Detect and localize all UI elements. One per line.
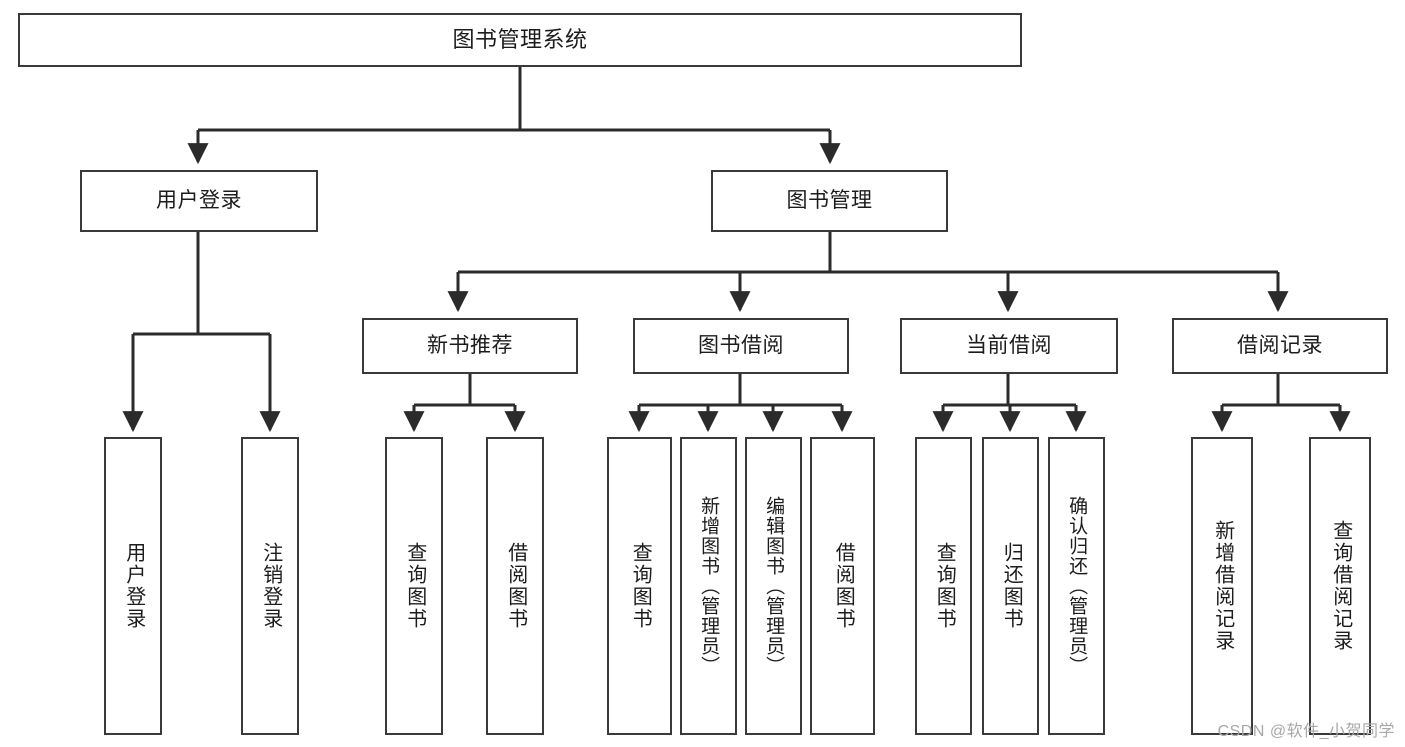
node-label: 用户登录 — [156, 189, 242, 213]
leaf-borrow-book[interactable]: 借阅图书 — [810, 437, 875, 735]
leaf-user-logout[interactable]: 注销登录 — [241, 437, 299, 735]
leaf-add-book-admin[interactable]: 新增图书（管理员） — [680, 437, 737, 735]
node-label: 查询借阅记录 — [1329, 520, 1352, 652]
node-label: 借阅图书 — [504, 542, 527, 630]
node-label: 用户登录 — [122, 542, 145, 630]
leaf-borrow-book-new[interactable]: 借阅图书 — [486, 437, 544, 735]
node-label: 新书推荐 — [427, 334, 513, 358]
leaf-user-login[interactable]: 用户登录 — [104, 437, 162, 735]
node-new-book-recommend[interactable]: 新书推荐 — [362, 318, 578, 374]
leaf-query-book-borrow[interactable]: 查询图书 — [607, 437, 672, 735]
leaf-add-borrow-record[interactable]: 新增借阅记录 — [1191, 437, 1253, 735]
node-label: 新增图书（管理员） — [698, 496, 720, 676]
node-label: 新增借阅记录 — [1211, 520, 1234, 652]
node-label: 当前借阅 — [966, 334, 1052, 358]
csdn-watermark: CSDN @软件_小贺同学 — [1217, 723, 1395, 740]
node-label: 编辑图书（管理员） — [763, 496, 785, 676]
leaf-confirm-return-admin[interactable]: 确认归还（管理员） — [1048, 437, 1105, 735]
node-root-system[interactable]: 图书管理系统 — [18, 13, 1022, 67]
node-label: 图书管理系统 — [452, 26, 588, 52]
leaf-query-book-new[interactable]: 查询图书 — [385, 437, 443, 735]
leaf-query-borrow-record[interactable]: 查询借阅记录 — [1309, 437, 1371, 735]
node-label: 查询图书 — [629, 542, 652, 630]
node-user-login[interactable]: 用户登录 — [80, 170, 318, 232]
node-book-management[interactable]: 图书管理 — [711, 170, 948, 232]
node-label: 归还图书 — [1000, 542, 1023, 630]
node-label: 图书管理 — [786, 189, 873, 213]
node-label: 查询图书 — [403, 542, 426, 630]
node-label: 图书借阅 — [698, 334, 784, 358]
node-label: 借阅图书 — [832, 542, 855, 630]
leaf-query-book-current[interactable]: 查询图书 — [915, 437, 972, 735]
node-label: 注销登录 — [259, 542, 282, 630]
node-current-borrow[interactable]: 当前借阅 — [900, 318, 1118, 374]
node-label: 借阅记录 — [1237, 334, 1323, 358]
node-label: 查询图书 — [933, 542, 956, 630]
node-borrow-record[interactable]: 借阅记录 — [1172, 318, 1388, 374]
node-label: 确认归还（管理员） — [1066, 496, 1088, 676]
node-book-borrow[interactable]: 图书借阅 — [633, 318, 849, 374]
leaf-return-book[interactable]: 归还图书 — [982, 437, 1039, 735]
leaf-edit-book-admin[interactable]: 编辑图书（管理员） — [745, 437, 802, 735]
